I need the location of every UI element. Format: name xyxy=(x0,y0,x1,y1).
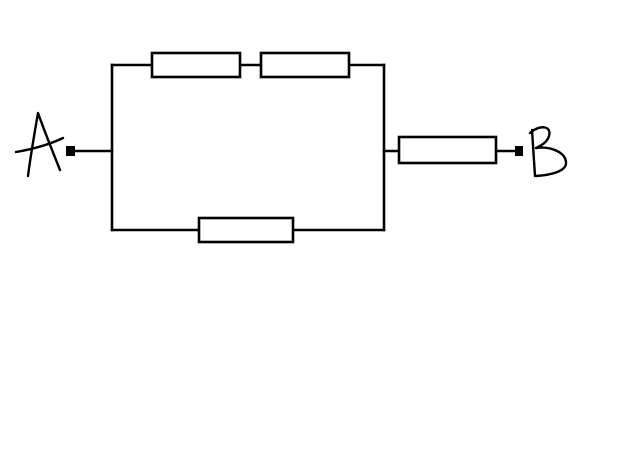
terminal-a-label: A xyxy=(14,111,65,178)
letter-b-stem xyxy=(530,128,537,178)
resistor-r2 xyxy=(259,51,351,79)
wires xyxy=(70,63,520,232)
terminal-a-dot xyxy=(66,146,75,156)
terminal-dots xyxy=(66,146,523,156)
letter-b-bowls xyxy=(528,126,568,178)
letter-a-strokes xyxy=(26,111,62,178)
terminal-b-text: B xyxy=(540,149,541,151)
resistors xyxy=(150,51,498,244)
resistor-r3 xyxy=(197,216,295,244)
resistor-r4 xyxy=(397,135,498,165)
resistor-r1 xyxy=(150,51,242,79)
terminal-b-label: B xyxy=(528,126,568,178)
letter-a-crossbar xyxy=(14,136,65,154)
terminal-b-dot xyxy=(515,146,523,156)
